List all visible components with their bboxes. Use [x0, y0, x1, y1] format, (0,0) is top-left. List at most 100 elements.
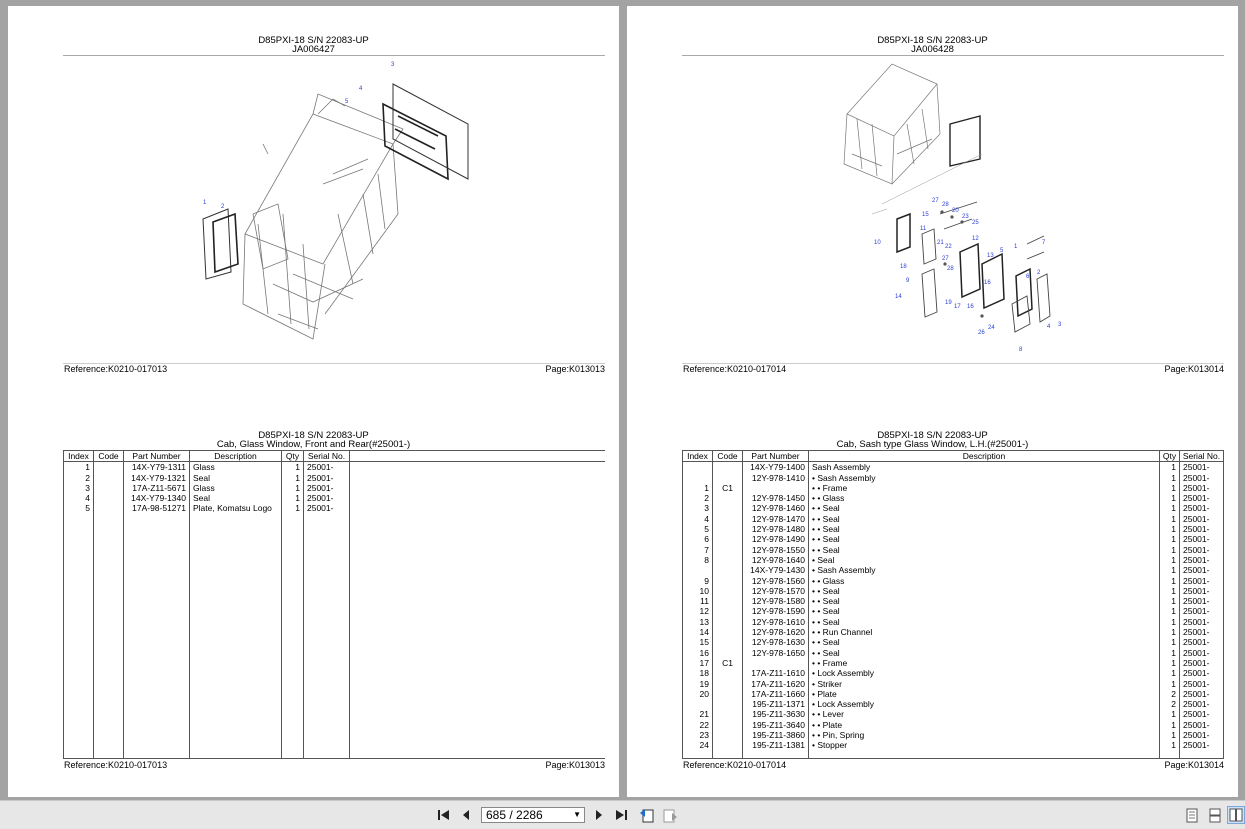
- table-cell: 1: [1159, 524, 1180, 535]
- column-header: Part Number: [742, 449, 809, 463]
- table-cell: • Stopper: [808, 740, 1160, 751]
- table-cell: 195-Z11-3640: [742, 719, 809, 731]
- table-cell: 5: [63, 503, 94, 514]
- table-cell: 17: [682, 657, 713, 669]
- go-forward-button[interactable]: [662, 807, 678, 823]
- table-cell: 12Y-978-1640: [742, 554, 809, 566]
- table-cell: 2: [63, 472, 94, 483]
- table-cell: [93, 493, 124, 504]
- table-cell: 25001-: [1179, 534, 1224, 545]
- table-cell: 25001-: [1179, 616, 1224, 628]
- callout-18: 18: [900, 264, 907, 270]
- table-cell: 12Y-978-1590: [742, 606, 809, 617]
- table-cell: [712, 472, 743, 483]
- facing-pages-view-button[interactable]: [1227, 806, 1245, 824]
- table-cell: [712, 709, 743, 720]
- table-cell: 1: [1159, 657, 1180, 669]
- table-cell: 1: [1159, 585, 1180, 597]
- table-cell: 25001-: [1179, 575, 1224, 586]
- table-cell: 12Y-978-1450: [742, 493, 809, 504]
- table-cell: 10: [682, 585, 713, 597]
- first-page-icon: [438, 810, 449, 820]
- divider: [63, 363, 605, 364]
- callout-28: 28: [942, 202, 949, 208]
- table-cell: [712, 503, 743, 514]
- table-cell: 12Y-978-1550: [742, 544, 809, 555]
- go-back-button[interactable]: [639, 807, 655, 823]
- table-cell: 14X-Y79-1340: [123, 493, 190, 504]
- table-cell: 1: [281, 503, 304, 514]
- table-cell: 14X-Y79-1400: [742, 461, 809, 473]
- page-label: Page:K013014: [1164, 760, 1224, 770]
- column-header: Code: [712, 449, 743, 463]
- table-cell: 20: [682, 688, 713, 700]
- callout-3: 3: [1058, 322, 1062, 328]
- callout-20: 20: [952, 208, 959, 214]
- table-cell: 4: [682, 513, 713, 525]
- callout-25: 25: [972, 220, 979, 226]
- table-cell: 1: [1159, 544, 1180, 555]
- table-cell: [712, 544, 743, 555]
- callout-1: 1: [1014, 244, 1018, 250]
- table-cell: [93, 503, 124, 514]
- table-cell: [712, 668, 743, 679]
- table-cell: • • Seal: [808, 513, 1160, 525]
- next-page-button[interactable]: [591, 807, 607, 823]
- viewer-toolbar: 685 / 2286 ▼: [0, 800, 1245, 829]
- callout-7: 7: [1042, 240, 1046, 246]
- previous-page-button[interactable]: [458, 807, 474, 823]
- table-cell: 25001-: [1179, 524, 1224, 535]
- page-number-select[interactable]: 685 / 2286 ▼: [481, 807, 585, 823]
- table-cell: 1: [281, 461, 304, 473]
- facing-pages-view-icon: [1229, 808, 1243, 822]
- next-page-icon: [596, 810, 602, 820]
- table-cell: 5: [682, 524, 713, 535]
- table-cell: [712, 524, 743, 535]
- table-cell: 15: [682, 637, 713, 648]
- table-cell: 1: [1159, 596, 1180, 607]
- callout-5: 5: [1000, 248, 1004, 254]
- table-cell: 1: [1159, 740, 1180, 751]
- page-label: Page:K013013: [545, 760, 605, 770]
- table-cell: 195-Z11-1371: [742, 699, 809, 710]
- column-spacer: [349, 449, 605, 463]
- table-cell: • Lock Assembly: [808, 699, 1160, 710]
- table-cell: 12: [682, 606, 713, 617]
- table-cell: • Lock Assembly: [808, 668, 1160, 679]
- last-page-button[interactable]: [613, 807, 629, 823]
- table-cell: [682, 750, 713, 759]
- table-cell: Seal: [189, 472, 282, 483]
- first-page-button[interactable]: [436, 807, 452, 823]
- column-header: Qty: [281, 449, 304, 463]
- table-cell: • • Lever: [808, 709, 1160, 720]
- table-cell: • Plate: [808, 688, 1160, 700]
- sheet-model-title: D85PXI-18 S/N 22083-UP: [258, 35, 369, 46]
- callout-26: 26: [978, 330, 985, 336]
- table-cell: • Seal: [808, 554, 1160, 566]
- table-cell: [1179, 750, 1224, 759]
- divider: [682, 55, 1224, 56]
- single-page-view-button[interactable]: [1184, 807, 1200, 823]
- continuous-view-button[interactable]: [1207, 807, 1223, 823]
- table-cell: 25001-: [1179, 554, 1224, 566]
- table-cell: 12Y-978-1620: [742, 627, 809, 638]
- divider: [63, 55, 605, 56]
- table-cell: • • Seal: [808, 637, 1160, 648]
- table-cell: [742, 750, 809, 759]
- table-cell: 25001-: [1179, 606, 1224, 617]
- table-cell: 19: [682, 678, 713, 689]
- table-cell: [712, 637, 743, 648]
- page-label: Page:K013013: [545, 364, 605, 374]
- table-cell: 12Y-978-1480: [742, 524, 809, 535]
- callout-2: 2: [1037, 270, 1041, 276]
- table-cell: [712, 647, 743, 658]
- table-cell: • • Pin, Spring: [808, 730, 1160, 741]
- column-header: Part Number: [123, 449, 190, 463]
